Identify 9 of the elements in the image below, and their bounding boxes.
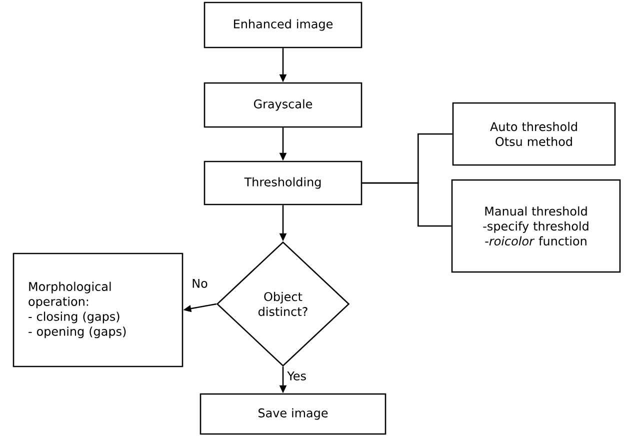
edge-label: Yes: [286, 370, 308, 382]
process-box: Auto threshold Otsu method: [452, 102, 616, 166]
process-box: Grayscale: [204, 82, 362, 128]
process-box: Save image: [200, 393, 386, 435]
process-box: Enhanced image: [204, 2, 362, 48]
process-box: Manual threshold -specify threshold -roicolor function: [451, 179, 621, 273]
process-box: Thresholding: [204, 160, 362, 206]
edge-label: No: [190, 278, 209, 289]
process-box: Morphological operation: - closing (gaps) - opening (gaps): [12, 252, 184, 368]
